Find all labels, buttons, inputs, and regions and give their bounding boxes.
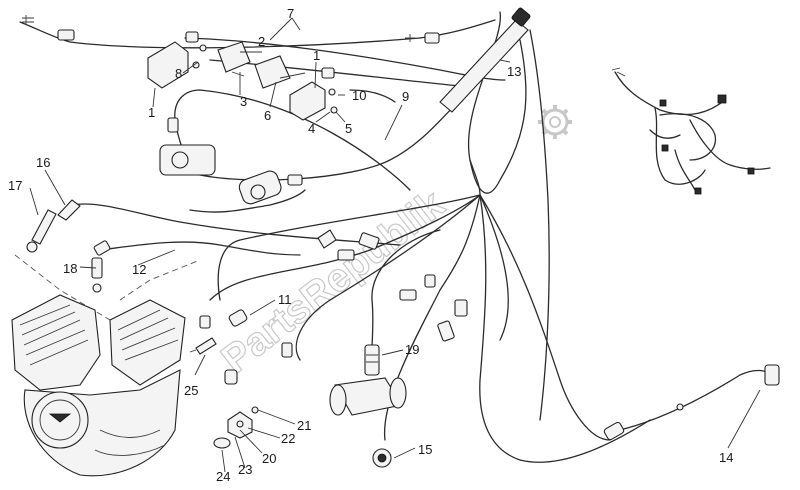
ignition-coil (329, 377, 407, 416)
callout-16: 16 (36, 155, 50, 170)
connector-top-left (22, 15, 75, 41)
sensor-19 (364, 344, 380, 376)
throttle-body (159, 117, 303, 205)
relay-bracket-right (289, 67, 338, 121)
harness-sleeve (439, 7, 531, 113)
callout-1-right: 1 (313, 48, 320, 63)
harness-overview (611, 67, 771, 195)
callout-15: 15 (418, 442, 432, 457)
relay-plates (217, 41, 306, 89)
plug-cap-center (93, 240, 111, 256)
callout-18: 18 (63, 261, 77, 276)
callout-20: 20 (262, 451, 276, 466)
callout-17: 17 (8, 178, 22, 193)
callout-19: 19 (405, 342, 419, 357)
callout-25: 25 (184, 383, 198, 398)
callout-23: 23 (238, 462, 252, 477)
callout-13: 13 (507, 64, 521, 79)
callout-4: 4 (308, 121, 315, 136)
callout-5: 5 (345, 121, 352, 136)
sensor-small (91, 257, 103, 293)
engine (11, 259, 201, 477)
callout-3: 3 (240, 94, 247, 109)
callout-22: 22 (281, 431, 295, 446)
relay-bracket-left (147, 31, 207, 89)
spark-plug (189, 337, 217, 355)
connectors-center (358, 232, 468, 342)
callout-10: 10 (352, 88, 366, 103)
callout-numbers: 7 2 1 8 1 3 6 4 5 10 9 13 16 17 18 12 11… (8, 6, 733, 484)
callout-12: 12 (132, 262, 146, 277)
callout-24: 24 (216, 469, 230, 484)
ignition-leads (199, 229, 355, 358)
sensor-15 (372, 448, 392, 468)
callout-6: 6 (264, 108, 271, 123)
callout-leaders (29, 17, 761, 473)
callout-2: 2 (258, 34, 265, 49)
callout-7: 7 (287, 6, 294, 21)
callout-11: 11 (278, 292, 292, 307)
callout-9: 9 (402, 89, 409, 104)
callout-21: 21 (297, 418, 311, 433)
callout-14: 14 (719, 450, 733, 465)
callout-8: 8 (175, 66, 182, 81)
sensor-assembly-bottom (213, 369, 259, 449)
callout-1-left: 1 (148, 105, 155, 120)
speed-sensor-cable (603, 364, 780, 441)
connector-top-center (405, 32, 440, 44)
watermark: PartsRepublik (213, 105, 572, 383)
